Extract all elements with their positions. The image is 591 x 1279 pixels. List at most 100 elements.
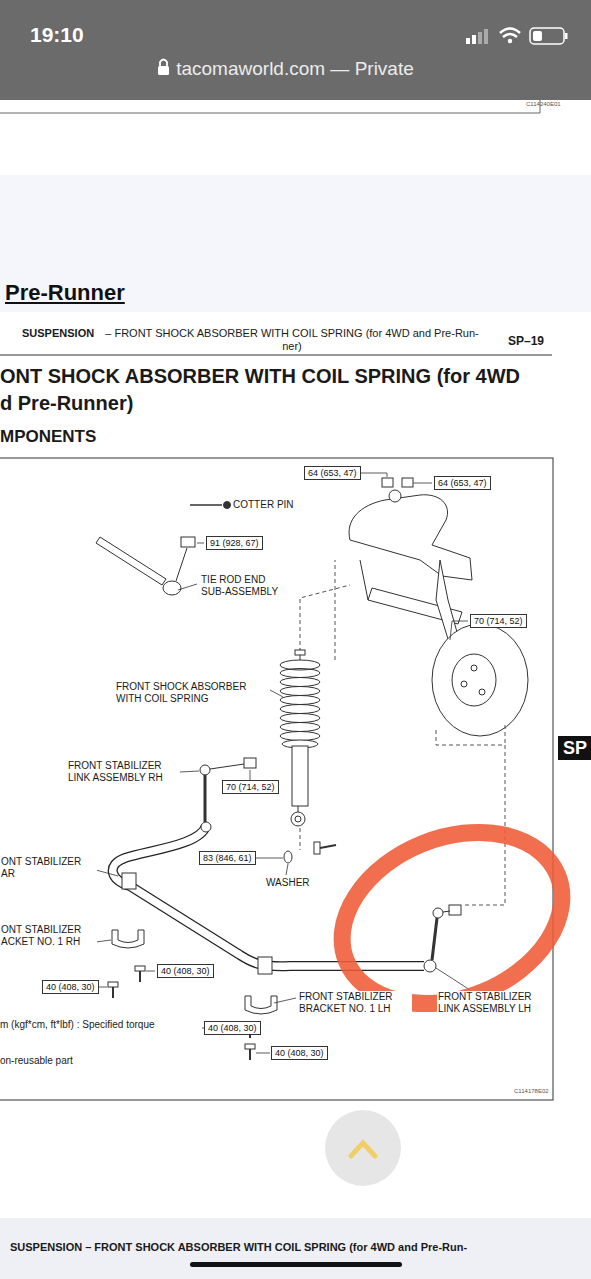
torque-box: 64 (653, 47) [434,476,491,490]
part-name: FRONT STABILIZER BRACKET NO. 1 LH [298,991,412,1015]
torque-value: 83 (846, 61) [203,853,252,863]
torque-box: 70 (714, 52) [470,614,527,628]
leader-line [359,473,387,477]
washer-bolt [314,842,320,854]
steering-knuckle [360,560,368,600]
stabilizer-bar [113,826,424,974]
bolt [108,982,118,987]
shock-absorber [280,669,320,741]
cotter-pin [190,502,231,509]
tie-rod-end [96,537,187,595]
steering-knuckle [389,490,401,502]
browser-bar [484,29,488,44]
torque-value: 70 (714, 52) [474,616,523,626]
scroll-button [325,1110,401,1186]
stabilizer-bracket [245,996,277,1014]
browser-bar [508,39,512,43]
bottom-band [0,1218,591,1279]
stabilizer-link [443,911,450,912]
steering-knuckle [349,490,472,652]
clock: 19:10 [30,22,84,47]
browser-bar [466,38,470,44]
leader-line [96,870,118,876]
leader-line [180,771,199,772]
bottom-band [0,1218,591,1279]
washer-bolt [284,842,336,863]
shock-absorber [280,696,320,705]
steering-knuckle [349,495,472,580]
torque-value: 40 (408, 30) [275,1048,324,1058]
torque-value: 70 (714, 52) [226,782,275,792]
heading: ONT SHOCK ABSORBER WITH COIL SPRING (for… [0,364,520,388]
shock-absorber [280,687,320,696]
page-header: SUSPENSION [22,327,94,340]
part-name: FRONT STABILIZER LINK ASSEMBLY LH [437,991,551,1015]
stabilizer-link [204,774,207,822]
shock-absorber [280,705,320,714]
stabilizer-bar [113,826,424,966]
shock-absorber [280,732,320,741]
bolt [108,966,255,1060]
stabilizer-link [210,764,244,769]
brake-disc [452,654,496,706]
legend-text: m (kgf*cm, ft*lbf) : Specified torque [0,1019,155,1030]
leader-line [274,998,296,1003]
part-name: FRONT SHOCK ABSORBER WITH COIL SPRING [115,681,257,705]
browser-bar [160,60,167,67]
dashed-line [300,828,301,850]
torque-box: 40 (408, 30) [204,1021,261,1035]
dashed-line [335,560,336,660]
browser-bar [472,35,476,44]
dashed-line [436,730,505,905]
legend-text: on-reusable part [0,1055,73,1066]
tie-rod-end [176,548,187,581]
scroll-button [351,1143,375,1156]
torque-value: 91 (928, 67) [210,538,259,548]
stabilizer-link [200,765,210,775]
bottom-band [190,1262,402,1267]
part-name: COTTER PIN [232,499,295,511]
figure-code: C114240E01 [526,101,561,108]
leader-line [413,483,432,484]
nut [402,478,413,487]
stabilizer-bracket [112,930,277,1014]
leader-line [436,968,470,990]
shock-absorber [295,650,305,655]
brake-disc [471,665,477,671]
leader-line [98,987,107,988]
torque-value: 40 (408, 30) [208,1023,257,1033]
url-text: tacomaworld.com — Private [150,58,440,81]
shock-absorber [280,723,320,732]
browser-bar [533,31,542,41]
washer-bolt [284,851,292,863]
washer-bolt [320,845,336,848]
leader-line [286,864,288,875]
shock-absorber [291,812,305,826]
leader-line [270,690,283,697]
browser-bar [478,32,482,44]
stabilizer-bar [122,873,136,889]
torque-box: 40 (408, 30) [157,964,214,978]
shock-absorber [298,806,299,812]
section-heading: Pre-Runner [5,280,125,306]
page-fragment [0,458,553,1100]
page-fragment [0,100,591,1100]
shock-absorber [280,669,320,678]
tie-rod-end [163,581,181,595]
page-header: SUSPENSION – FRONT SHOCK ABSORBER WITH C… [10,1241,467,1254]
bolt [245,1044,255,1049]
stabilizer-link [433,908,443,918]
torque-box: 70 (714, 52) [222,780,279,794]
leader-line [450,621,468,640]
dashed-line [505,725,506,745]
stabilizer-bracket [112,930,144,948]
torque-value: 40 (408, 30) [46,982,95,992]
part-name: ONT STABILIZER ACKET NO. 1 RH [0,924,97,948]
bolt [249,1049,251,1060]
shock-absorber [295,816,301,822]
stabilizer-bar [113,826,424,966]
shock-absorber [280,678,320,687]
bolt [135,966,145,971]
